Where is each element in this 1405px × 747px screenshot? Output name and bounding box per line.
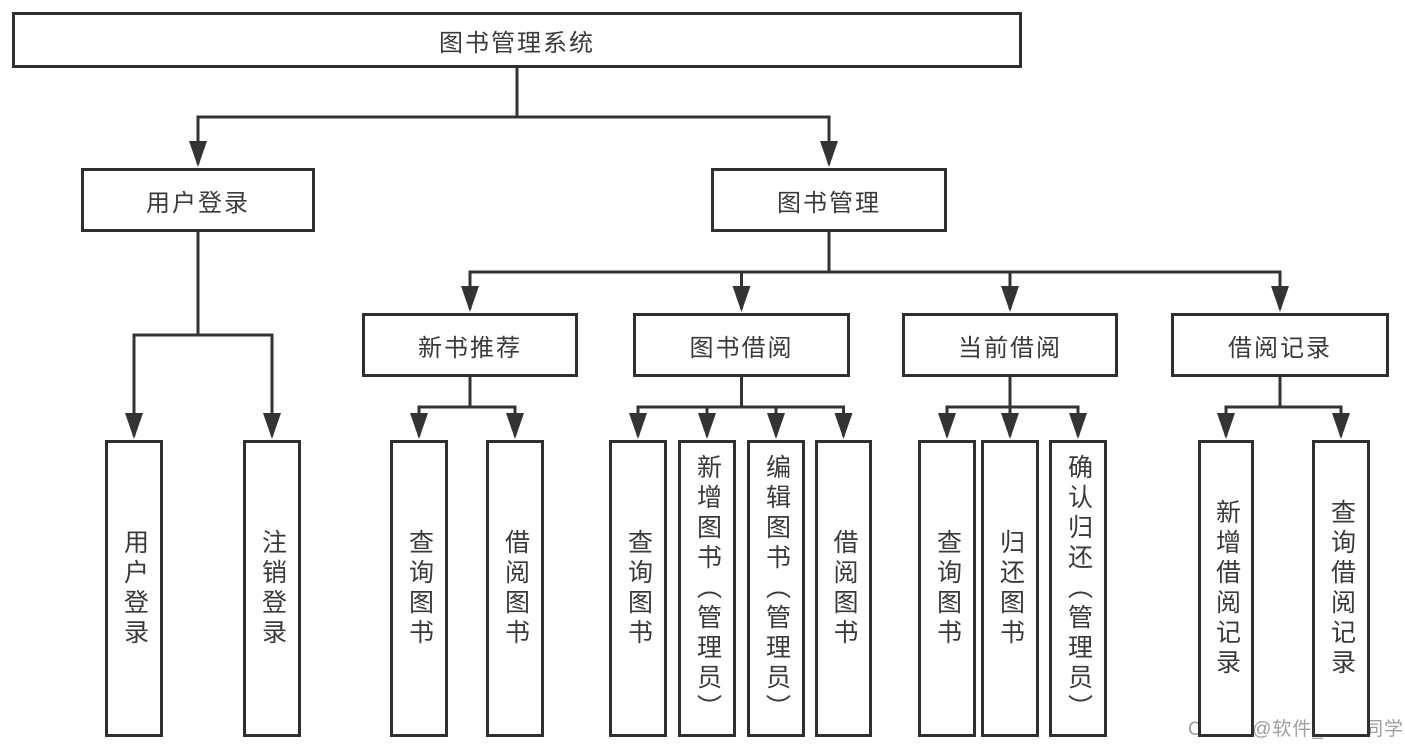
node-label-leaf-query-books-1: 查询图书 bbox=[405, 528, 434, 649]
node-label-user-login: 用户登录 bbox=[146, 189, 250, 217]
node-label-book-mgmt: 图书管理 bbox=[777, 189, 881, 217]
node-label-leaf-query-borrow-record: 查询借阅记录 bbox=[1327, 498, 1356, 679]
node-leaf-query-books-1: 查询图书 bbox=[390, 440, 448, 737]
node-label-leaf-confirm-return: 确认归还（管理员） bbox=[1064, 453, 1093, 724]
node-label-leaf-add-borrow-record: 新增借阅记录 bbox=[1212, 498, 1241, 679]
node-leaf-logout: 注销登录 bbox=[243, 440, 301, 737]
node-leaf-confirm-return: 确认归还（管理员） bbox=[1049, 440, 1107, 737]
node-leaf-user-login: 用户登录 bbox=[105, 440, 163, 737]
node-label-leaf-logout: 注销登录 bbox=[258, 528, 287, 649]
node-label-leaf-query-books-2: 查询图书 bbox=[624, 528, 653, 649]
node-leaf-query-books-2: 查询图书 bbox=[609, 440, 667, 737]
node-leaf-borrow-books-1: 借阅图书 bbox=[486, 440, 544, 737]
node-label-leaf-query-books-3: 查询图书 bbox=[933, 528, 962, 649]
node-label-leaf-add-books: 新增图书（管理员） bbox=[693, 453, 722, 724]
node-label-leaf-borrow-books-2: 借阅图书 bbox=[830, 528, 858, 649]
node-leaf-return-books: 归还图书 bbox=[981, 440, 1039, 737]
node-label-new-book-rec: 新书推荐 bbox=[418, 334, 522, 362]
node-leaf-query-borrow-record: 查询借阅记录 bbox=[1312, 440, 1370, 737]
node-leaf-add-borrow-record: 新增借阅记录 bbox=[1198, 440, 1254, 737]
node-leaf-borrow-books-2: 借阅图书 bbox=[815, 440, 872, 737]
node-new-book-rec: 新书推荐 bbox=[362, 313, 578, 377]
node-leaf-edit-books: 编辑图书（管理员） bbox=[747, 440, 805, 737]
node-label-current-borrow: 当前借阅 bbox=[958, 334, 1062, 362]
node-book-borrow: 图书借阅 bbox=[633, 313, 850, 377]
node-current-borrow: 当前借阅 bbox=[902, 313, 1118, 377]
node-label-borrow-records: 借阅记录 bbox=[1228, 334, 1332, 362]
node-label-leaf-user-login: 用户登录 bbox=[120, 528, 149, 649]
node-book-mgmt: 图书管理 bbox=[711, 168, 947, 232]
node-label-leaf-borrow-books-1: 借阅图书 bbox=[501, 528, 530, 649]
node-label-leaf-edit-books: 编辑图书（管理员） bbox=[762, 453, 791, 724]
node-leaf-query-books-3: 查询图书 bbox=[918, 440, 976, 737]
node-label-leaf-return-books: 归还图书 bbox=[996, 528, 1025, 649]
node-label-root: 图书管理系统 bbox=[439, 29, 595, 57]
node-borrow-records: 借阅记录 bbox=[1171, 313, 1389, 377]
node-leaf-add-books: 新增图书（管理员） bbox=[678, 440, 736, 737]
node-root: 图书管理系统 bbox=[12, 12, 1022, 68]
node-user-login: 用户登录 bbox=[81, 168, 315, 232]
node-label-book-borrow: 图书借阅 bbox=[689, 334, 794, 362]
